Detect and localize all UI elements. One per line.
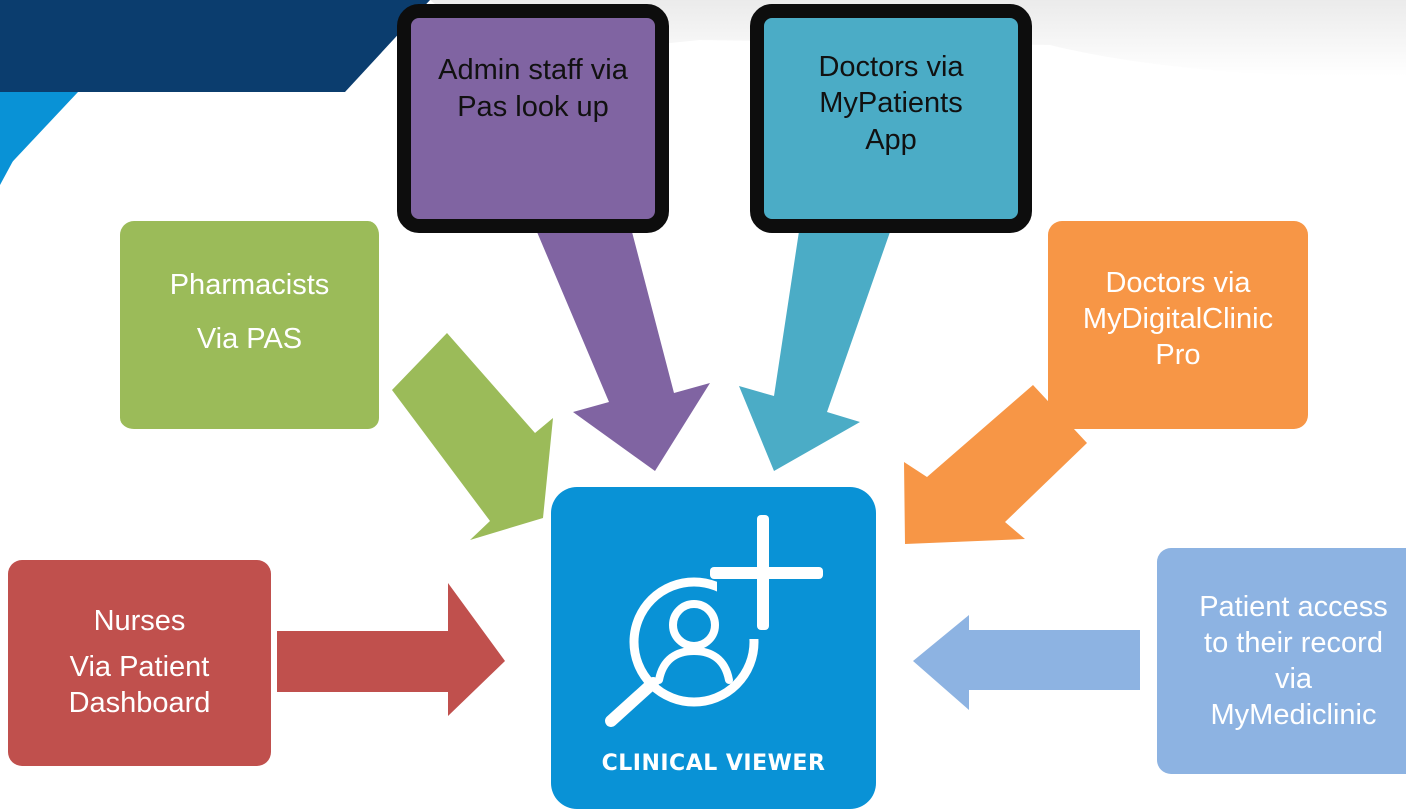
node-patient-line-4: MyMediclinic <box>1210 699 1377 732</box>
node-nurses-line-3: Dashboard <box>68 687 211 720</box>
node-nurses-line-2: Via Patient <box>69 650 210 683</box>
node-doctors-mypatients: Doctors via MyPatients App <box>750 4 1032 233</box>
clinical-viewer-logo: CLINICAL VIEWER <box>547 487 880 812</box>
header-navy-band <box>0 0 430 92</box>
node-doctors-clinic-line-1: Doctors via <box>1105 266 1251 299</box>
node-nurses-line-1: Nurses <box>93 604 186 637</box>
node-admin-line-1: Admin staff via <box>438 54 628 87</box>
arrow-admin <box>537 205 710 471</box>
node-doctors-clinic-line-3: Pro <box>1155 339 1201 372</box>
arrow-doctors-app <box>739 205 890 471</box>
node-doctors-app-line-1: Doctors via <box>818 51 964 84</box>
node-doctors-mydigitalclinic: Doctors via MyDigitalClinic Pro <box>1048 221 1308 429</box>
arrow-patient <box>913 615 1140 710</box>
node-admin-line-2: Pas look up <box>457 90 609 123</box>
node-doctors-app-line-2: MyPatients <box>819 87 963 120</box>
node-doctors-clinic-line-2: MyDigitalClinic <box>1082 302 1274 335</box>
arrow-doctors-clinic <box>904 385 1087 544</box>
node-doctors-app-line-3: App <box>865 123 917 156</box>
header-blue-wedge <box>0 92 78 175</box>
node-pharmacists-line-2: Via PAS <box>196 323 303 355</box>
arrow-nurses <box>277 583 505 716</box>
logo-tile: CLINICAL VIEWER <box>551 487 876 809</box>
node-admin-staff: Admin staff via Pas look up <box>397 4 669 233</box>
node-pharmacists: Pharmacists Via PAS <box>120 221 382 432</box>
arrow-pharmacists <box>392 333 553 540</box>
magnifier-person-plus-icon <box>605 515 823 727</box>
node-patient-line-2: to their record <box>1204 626 1383 659</box>
node-patient-line-3: via <box>1274 663 1313 695</box>
node-nurses: Nurses Via Patient Dashboard <box>8 560 271 766</box>
logo-title: CLINICAL VIEWER <box>601 751 826 776</box>
node-patient-access: Patient access to their record via MyMed… <box>1157 548 1406 774</box>
node-patient-line-1: Patient access <box>1199 590 1388 623</box>
node-pharmacists-line-1: Pharmacists <box>169 268 330 301</box>
